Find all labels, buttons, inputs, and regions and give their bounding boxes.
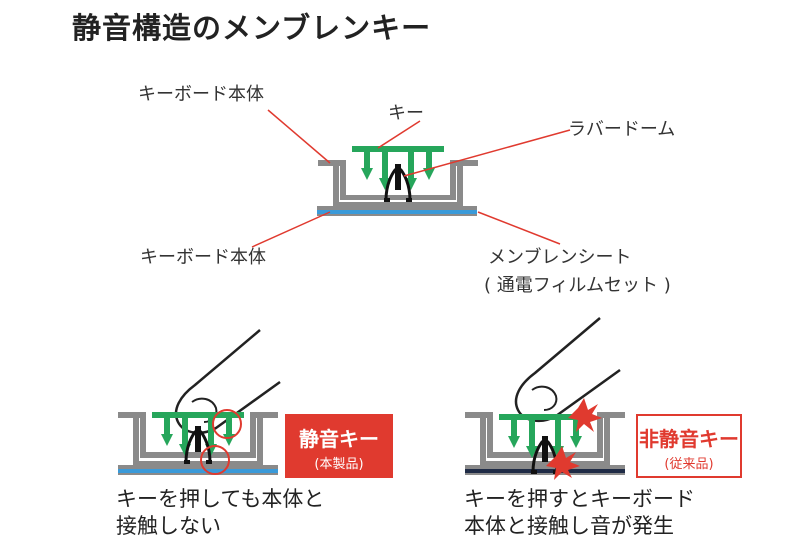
impact-icon <box>546 446 580 480</box>
top-key-diagram <box>317 146 478 216</box>
silent-badge-sub: (本製品) <box>314 457 364 472</box>
normal-key-diagram <box>465 316 625 480</box>
normal-caption-line1: キーを押すとキーボード <box>464 487 695 511</box>
normal-badge-sub: (従来品) <box>664 457 714 472</box>
label-membrane-sheet-note: ( 通電フィルムセット ) <box>484 275 671 296</box>
label-keyboard-body-top: キーボード本体 <box>138 84 264 105</box>
normal-key-badge: 非静音キー (従来品) <box>636 414 742 478</box>
normal-badge-title: 非静音キー <box>639 427 739 451</box>
silent-badge-title: 静音キー <box>299 427 379 451</box>
silent-caption-line1: キーを押しても本体と <box>116 487 325 511</box>
impact-icon <box>568 398 602 432</box>
silent-caption-line2: 接触しない <box>116 514 221 539</box>
normal-caption: キーを押すとキーボード 本体と接触し音が発生 <box>464 486 695 541</box>
label-keyboard-body-bottom: キーボード本体 <box>140 247 266 268</box>
label-key: キー <box>388 103 424 124</box>
page-title: 静音構造のメンブレンキー <box>72 11 432 45</box>
label-membrane-sheet: メンブレンシート <box>488 247 632 268</box>
leader-lines <box>251 109 571 248</box>
normal-caption-line2: 本体と接触し音が発生 <box>464 514 674 539</box>
label-rubber-dome: ラバードーム <box>568 119 676 140</box>
silent-caption: キーを押しても本体と 接触しない <box>116 486 324 541</box>
silent-key-diagram <box>118 328 282 475</box>
silent-key-badge: 静音キー (本製品) <box>285 414 393 478</box>
